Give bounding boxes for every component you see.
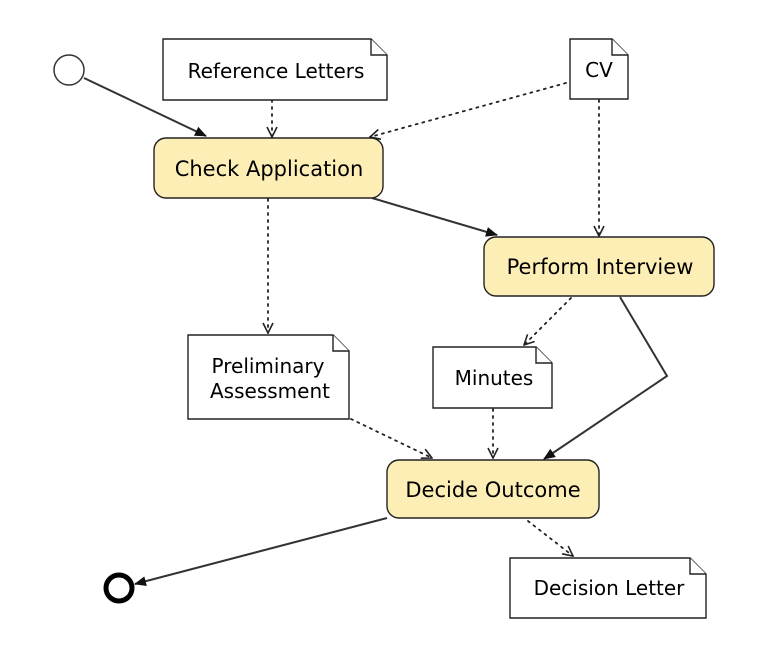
doc-cv[interactable]: CV bbox=[569, 38, 629, 100]
doc-reference-letters[interactable]: Reference Letters bbox=[162, 38, 388, 101]
task-check-application-label: Check Application bbox=[175, 157, 364, 181]
doc-reference-letters-label: Reference Letters bbox=[188, 59, 365, 83]
doc-preliminary-assessment-label-line2: Assessment bbox=[210, 379, 330, 403]
doc-cv-label: CV bbox=[585, 58, 613, 82]
doc-preliminary-assessment[interactable]: Preliminary Assessment bbox=[187, 334, 350, 420]
assoc-cv-to-check bbox=[370, 82, 567, 137]
flow-interview-to-decide bbox=[543, 296, 669, 460]
start-event[interactable] bbox=[53, 54, 85, 86]
assoc-decide-to-decision-letter bbox=[527, 520, 573, 556]
task-perform-interview-label: Perform Interview bbox=[507, 255, 694, 279]
flow-check-to-interview bbox=[371, 197, 498, 237]
task-decide-outcome[interactable]: Decide Outcome bbox=[386, 459, 600, 519]
doc-decision-letter-label: Decision Letter bbox=[534, 576, 686, 600]
doc-preliminary-assessment-label-line1: Preliminary bbox=[212, 354, 325, 378]
assoc-interview-to-minutes bbox=[524, 297, 572, 345]
end-event[interactable] bbox=[103, 572, 135, 604]
flow-start-to-check bbox=[83, 77, 207, 137]
doc-decision-letter[interactable]: Decision Letter bbox=[509, 557, 707, 619]
assoc-preliminary-to-decide bbox=[350, 418, 432, 458]
task-check-application[interactable]: Check Application bbox=[153, 137, 384, 199]
task-decide-outcome-label: Decide Outcome bbox=[405, 478, 580, 502]
doc-minutes-label: Minutes bbox=[455, 366, 534, 390]
flow-decide-to-end bbox=[134, 517, 388, 587]
doc-minutes[interactable]: Minutes bbox=[432, 346, 553, 409]
task-perform-interview[interactable]: Perform Interview bbox=[483, 236, 715, 297]
